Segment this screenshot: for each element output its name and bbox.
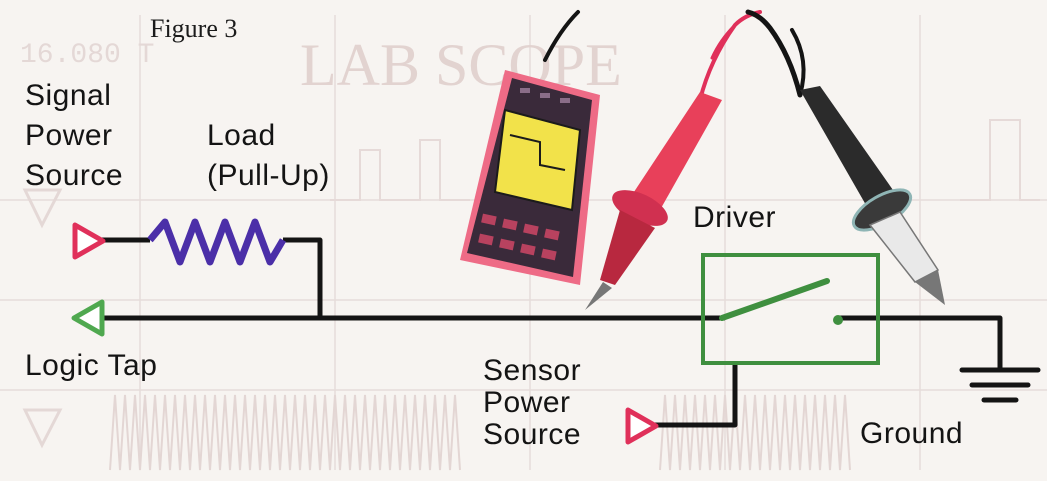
black-probe-icon (800, 86, 945, 305)
driver-switch-icon (701, 253, 880, 365)
red-probe-icon (585, 92, 722, 310)
sensor-label-line-3: Source (483, 418, 582, 451)
circuit-wires (100, 237, 1003, 428)
resistor-icon (147, 218, 287, 266)
signal-source-triangle-icon (72, 222, 106, 260)
handheld-scope-icon (460, 70, 600, 285)
sensor-label-line-1: Sensor (483, 354, 582, 387)
probe-wires (543, 9, 806, 102)
sensor-label-line-2: Power (483, 386, 571, 419)
background-readout: 16.080 T (20, 40, 154, 71)
signal-label-line-3: Source (25, 159, 124, 192)
ground-label: Ground (860, 417, 964, 450)
logic-tap-label: Logic Tap (25, 349, 158, 382)
logic-tap-triangle-icon (71, 299, 105, 337)
ground-icon (959, 367, 1041, 403)
signal-label-line-1: Signal (25, 79, 112, 112)
figure-title: Figure 3 (150, 14, 238, 43)
driver-label: Driver (693, 201, 776, 234)
signal-label-line-2: Power (25, 119, 113, 152)
sensor-source-triangle-icon (625, 407, 659, 445)
load-label-line-1: Load (207, 119, 276, 152)
load-label-line-2: (Pull-Up) (207, 159, 330, 192)
